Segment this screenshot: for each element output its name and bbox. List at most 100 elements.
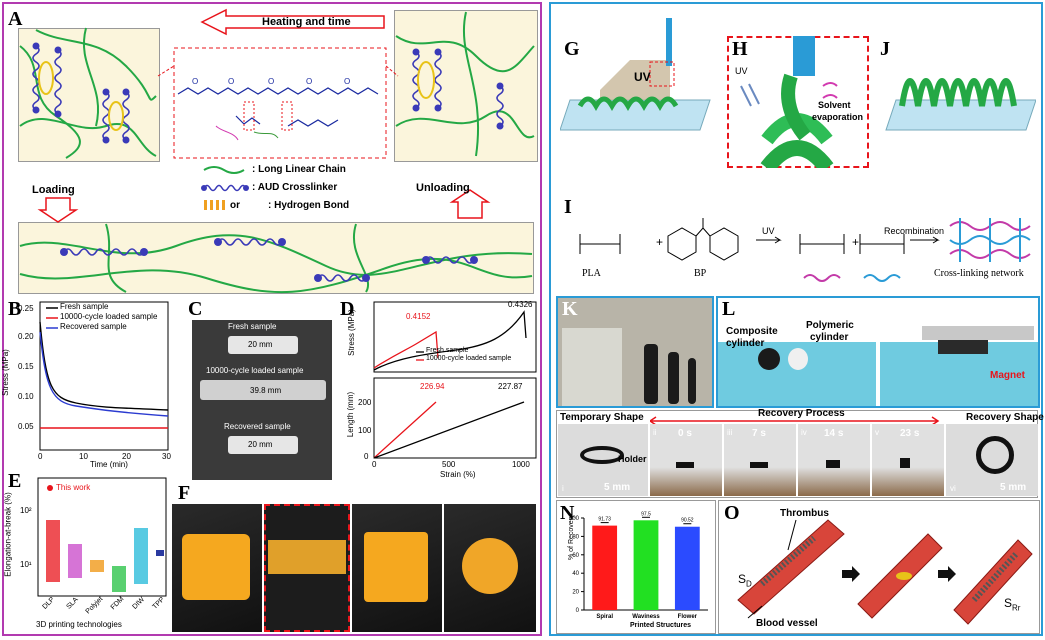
o-sr-label: SRr (1004, 596, 1020, 612)
n-value-label: 91.73 (598, 517, 611, 523)
loaded-specimen (200, 380, 326, 400)
m-time-iv: 14 s (824, 428, 844, 439)
panel-k-label: K (562, 298, 578, 320)
panel-c: C Fresh sample 20 mm 10000-cycle loaded … (178, 298, 334, 484)
panel-o-graphic (737, 519, 1033, 625)
d-val-red-bottom: 226.94 (420, 382, 445, 391)
loading-arrow (37, 197, 79, 223)
m-holder-label: Holder (618, 454, 647, 464)
i-recombination-label: Recombination (884, 226, 945, 236)
o-sr-s: S (1004, 596, 1013, 610)
panel-b-chart (39, 301, 169, 451)
c-fresh-dim: 20 mm (248, 340, 273, 349)
svg-text:+: + (656, 235, 663, 249)
d-ytick-2: 200 (358, 398, 372, 407)
m-frame-ii (650, 424, 722, 496)
panel-l-label: L (722, 298, 736, 320)
panel-a: A (6, 6, 540, 296)
panel-c-label: C (188, 298, 203, 320)
legend-or: or (230, 200, 240, 211)
composite-cylinder (758, 348, 780, 370)
o-vessel-label: Blood vessel (756, 618, 818, 629)
e-ytick-0: 10² (20, 506, 32, 515)
panel-g-graphic (560, 18, 711, 131)
svg-text:O: O (268, 77, 274, 86)
n-bar (633, 520, 659, 610)
m-temporary-label: Temporary Shape (560, 412, 644, 423)
e-ylabel: Elongation-at-break (%) (3, 492, 13, 577)
right-figure-frame (549, 2, 1043, 636)
panel-k (556, 296, 714, 408)
legend-linear-chain: : Long Linear Chain (252, 164, 346, 175)
panel-b: B Fresh sample 10000-cycle loaded sample… (1, 298, 174, 469)
panel-n-label: N (560, 502, 575, 524)
m-roman-ii: ii (653, 428, 657, 437)
o-sd-sub: D (746, 579, 752, 589)
m-scale-2: 5 mm (1000, 482, 1027, 493)
m-recovery-shape-label: Recovery Shape (966, 412, 1044, 423)
panel-g-label: G (564, 38, 580, 60)
n-ytick-label: 40 (572, 571, 579, 577)
panel-j-graphic (885, 78, 1036, 131)
n-value-label: 90.52 (681, 518, 694, 524)
magnet-ruler (922, 326, 1034, 340)
unloading-label: Unloading (416, 182, 470, 194)
b-ylabel: Stress (MPa) (0, 349, 10, 396)
d-xtick-1: 500 (442, 460, 456, 469)
b-xlabel: Time (min) (90, 460, 128, 469)
d-val-black-bottom: 227.87 (498, 382, 523, 391)
m-time-iii: 7 s (752, 428, 766, 439)
d-legend-fresh: Fresh sample (426, 347, 469, 354)
fresh-specimen (228, 336, 298, 354)
cylinder-3 (688, 358, 696, 404)
c-recovered-dim: 20 mm (248, 440, 273, 449)
b-xtick-2: 20 (122, 452, 131, 461)
b-ytick-4: 0.05 (18, 422, 34, 431)
i-pla-label: PLA (582, 268, 601, 279)
c-fresh-label: Fresh sample (228, 322, 277, 331)
c-loaded-dim: 39.8 mm (250, 386, 282, 395)
b-ytick-1: 0.20 (18, 332, 34, 341)
b-ytick-2: 0.15 (18, 362, 34, 371)
n-ytick-label: 20 (572, 590, 579, 596)
panel-d-label: D (340, 298, 355, 320)
legend-hydrogen-bond: : Hydrogen Bond (268, 200, 350, 211)
recovered-specimen (228, 436, 298, 454)
legend-aud-crosslinker: : AUD Crosslinker (252, 182, 338, 193)
n-category-label: Waviness (632, 614, 660, 620)
svg-text:+: + (852, 235, 859, 249)
l-composite-label-2: cylinder (726, 338, 765, 349)
n-ytick-label: 0 (576, 608, 580, 614)
panel-b-label: B (8, 298, 22, 320)
m-arrow (650, 416, 940, 426)
m-sample-iv (826, 460, 840, 468)
g-uv-label: UV (634, 70, 651, 84)
m-roman-v: v (875, 428, 879, 437)
n-category-label: Flower (678, 614, 698, 620)
h-solvent-label: Solvent (818, 100, 851, 110)
b-legend-loaded: 10000-cycle loaded sample (60, 312, 158, 321)
o-sr-sub: Rr (1012, 603, 1021, 613)
e-xlabel: 3D printing technologies (36, 620, 122, 629)
m-recovery-process-label: Recovery Process (758, 408, 845, 419)
b-xtick-3: 30 (162, 452, 171, 461)
svg-text:O: O (306, 77, 312, 86)
i-bp-label: BP (694, 268, 707, 279)
panel-l (716, 296, 1040, 408)
l-polymeric-label-2: cylinder (810, 332, 849, 343)
n-ytick-label: 80 (572, 534, 579, 540)
b-ytick-3: 0.10 (18, 392, 34, 401)
n-value-label: 97.5 (641, 511, 651, 517)
i-network-label: Cross-linking network (934, 268, 1024, 279)
panel-e-label: E (8, 470, 22, 492)
panel-i-graphic: + + (579, 218, 1031, 282)
m-sample-iii (750, 462, 768, 468)
l-polymeric-label: Polymeric (806, 320, 854, 331)
panel-i-label: I (564, 196, 572, 218)
f-lattice-2 (268, 540, 346, 574)
svg-text:O: O (344, 77, 350, 86)
n-bar (592, 525, 618, 610)
ruler (562, 328, 622, 406)
heating-arrow (200, 8, 385, 36)
